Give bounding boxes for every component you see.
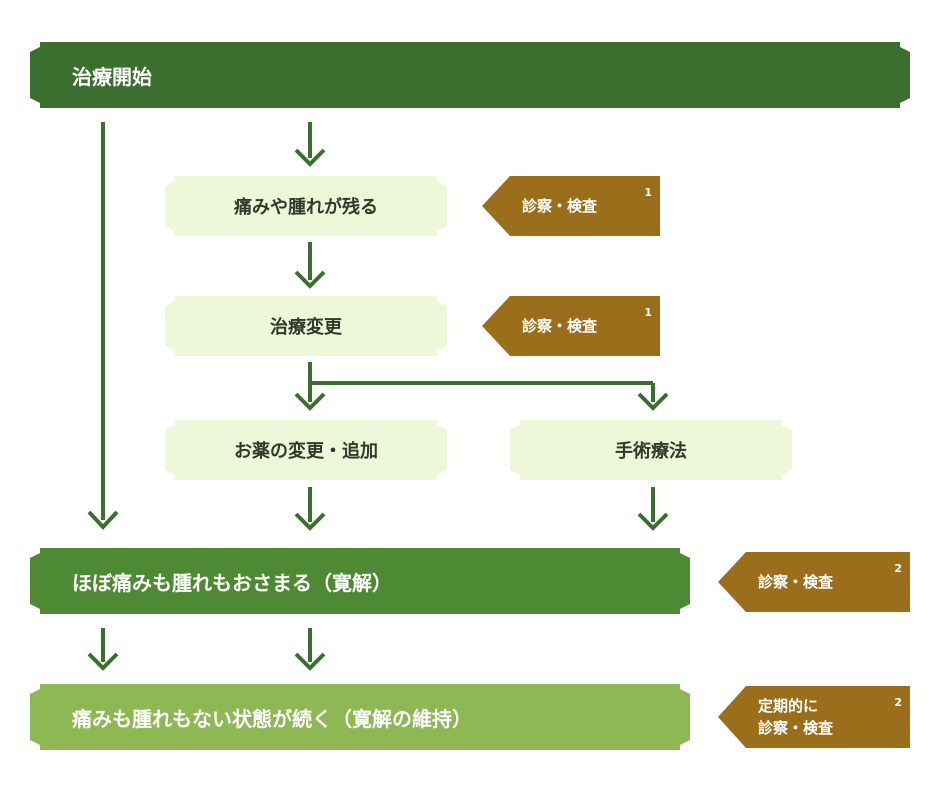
remission-banner: ほぼ痛みも腫れもおさまる（寛解） [30, 548, 690, 614]
arrowhead-start-to-remission [87, 510, 119, 530]
arrowhead-medicine-to-remission [294, 512, 326, 531]
arrowhead-change-to-surgery [637, 392, 669, 411]
start-label: 治療開始 [72, 64, 152, 89]
pain-remain-label: 痛みや腫れが残る [234, 197, 378, 218]
exam-tag-3-label: 診察・検査 [758, 573, 834, 591]
treatment-change-label: 治療変更 [270, 317, 342, 338]
exam-tag-1: 診察・検査 1 [482, 176, 660, 236]
arrowhead-remission-to-maintain-right [294, 652, 326, 671]
surgery-box: 手術療法 [510, 420, 792, 480]
exam-tag-4-note: 2 [894, 696, 902, 709]
surgery-label: 手術療法 [615, 441, 687, 462]
exam-tag-2: 診察・検査 1 [482, 296, 660, 356]
pain-remain-box: 痛みや腫れが残る [165, 176, 447, 236]
arrowhead-remission-to-maintain-left [87, 652, 119, 671]
arrowhead-change-to-medicine [294, 392, 326, 411]
exam-tag-2-note: 1 [644, 306, 652, 319]
exam-tag-1-note: 1 [644, 186, 652, 199]
exam-tag-3-note: 2 [894, 562, 902, 575]
exam-tag-3: 診察・検査 2 [718, 552, 910, 612]
start-banner: 治療開始 [30, 42, 910, 108]
exam-tag-2-label: 診察・検査 [522, 317, 598, 335]
exam-tag-1-label: 診察・検査 [522, 197, 598, 215]
exam-tag-4-line1: 定期的に [758, 697, 819, 715]
exam-tag-4-text: 定期的に 診察・検査 [758, 695, 833, 739]
arrowhead-pain-to-change [294, 270, 326, 289]
maintain-banner: 痛みも腫れもない状態が続く（寛解の維持） [30, 684, 690, 750]
exam-tag-4: 定期的に 診察・検査 2 [718, 686, 910, 748]
arrowhead-start-to-pain [294, 148, 326, 167]
medicine-change-label: お薬の変更・追加 [234, 441, 378, 462]
maintain-label: 痛みも腫れもない状態が続く（寛解の維持） [72, 706, 472, 731]
arrowhead-surgery-to-remission [637, 512, 669, 531]
medicine-change-box: お薬の変更・追加 [165, 420, 447, 480]
treatment-change-box: 治療変更 [165, 296, 447, 356]
exam-tag-4-line2: 診察・検査 [758, 719, 834, 737]
remission-label: ほぼ痛みも腫れもおさまる（寛解） [72, 570, 392, 595]
